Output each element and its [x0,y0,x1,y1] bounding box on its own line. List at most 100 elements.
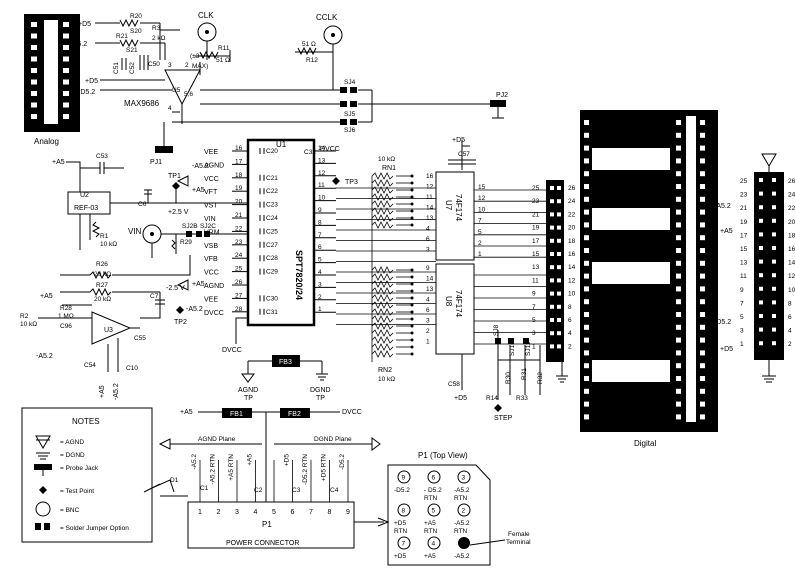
p1-net-label: +A5 [247,454,254,466]
conn-pin [772,300,776,305]
female-terminal-1: Female [508,531,530,538]
conn-pin [772,246,776,250]
p1-pin-num: 2 [217,509,221,516]
u8-in-pin: 2 [426,328,430,335]
u1-right-pin-num: 4 [318,269,322,276]
header-pin-right-num: 10 [568,291,576,298]
u1-left-pin-name: VFT [204,189,218,196]
power-connector: +A5 FB1 FB2 DVCC AGND Plane DGND Plane P… [143,408,390,549]
digital-pin [584,184,589,189]
u1-left-pin-name: VEE [204,149,218,156]
p1-top-net: RTN [454,528,468,535]
conn-pin-right-num: 8 [788,300,792,307]
analog-pin [31,45,37,50]
digital-pin [584,376,589,381]
p1-top-pin [397,470,411,484]
analog-pin [63,45,69,50]
conn-pin-left-num: 7 [740,300,744,307]
digital-pin [584,350,589,356]
header-pin-right-num: 18 [568,238,576,245]
u8-in-pin: 14 [426,276,434,283]
plus-d5-label: +D5 [78,21,91,28]
rn2-label: RN2 [378,367,392,374]
digital-pin [700,196,705,202]
p1-top-view: P1 (Top View) 9-D5.26- D5.2RTN3-A5.2RTN8… [387,451,531,566]
header-pin [550,278,554,283]
digital-pin [676,299,681,305]
rn1-node [410,188,414,192]
p1-net-label: +D5 [284,454,291,466]
svg-text:5,6: 5,6 [184,91,193,98]
u7-in-pin: 11 [426,194,433,201]
digital-pin [676,145,681,151]
header-pin [550,238,554,243]
u7-in-pin: 4 [426,226,430,233]
rn2-resistor [371,322,394,330]
u3-label: U3 [104,327,113,334]
rn2-node [410,310,414,314]
rn2-node [410,331,414,335]
rn2-node [410,282,414,286]
u1-cap-label: C30 [266,295,278,302]
r11-value: 51 Ω [216,57,230,64]
rcon-a52: -A5.2 [714,203,731,210]
rn1-node [410,174,414,178]
digital-pin [584,286,589,292]
p1-net-label: -D5.2 [339,454,346,470]
conn-pin [759,314,763,318]
p1-top-pin [427,470,441,484]
digital-pin [584,248,589,253]
c96-label: C96 [60,323,72,330]
analog-pin [31,68,37,73]
pc-dvcc-label: DVCC [342,409,362,416]
rn2-resistor [371,315,394,323]
header-pin [550,344,554,349]
conn-pin-right-num: 26 [788,178,795,185]
u8-part-label: 74F174 [454,290,463,318]
u1-cap-label: C23 [266,202,278,209]
rn1-resistor [371,193,394,201]
u1-cap-label: C29 [266,269,278,276]
header-pin-left-num: 25 [532,185,540,192]
r3-value: 2 kΩ [152,35,166,42]
p1-top-pin [397,536,411,550]
sj6-label: SJ6 [344,127,356,134]
agnd-tp-label: AGND [238,387,258,394]
p1-top-pin-num: 8 [402,508,406,515]
u1-a52-label: -A5.2 [192,163,209,170]
note-solder: = Solder Jumper Option [60,525,129,532]
digital-pin [676,235,681,241]
p1-pin-num: 3 [235,509,239,516]
u1-label: U1 [276,140,287,149]
c32-label: C32 [304,149,316,156]
rn1-node [410,216,414,220]
sj10-label: SJ10 [509,341,516,356]
u7-d5-label: +D5 [452,137,465,144]
analog-label: Analog [34,137,59,146]
conn-pin-left-num: 23 [740,192,748,199]
digital-pin [700,376,705,381]
u8-in-pin: 9 [426,265,430,272]
digital-pin [584,235,589,241]
r30-label: R30 [505,372,512,384]
p1-top-pin-num: 4 [432,541,436,548]
digital-pin [700,222,705,228]
u7-in-pin: 16 [426,173,434,180]
r1-value: 10 kΩ [100,241,117,248]
digital-pin [700,363,705,369]
digital-pin [700,145,705,151]
rn1-resistor [371,214,394,222]
digital-pin [700,171,705,177]
conn-pin [772,205,776,210]
r1-label: R1 [100,233,109,240]
rcon-a5: +A5 [720,228,733,235]
conn-pin [772,341,776,346]
c3-label: C3 [292,487,301,494]
analog-pin [31,114,37,119]
r32-label: R32 [537,372,544,384]
rn1-resistor [371,179,394,187]
u1-left-pin-name: VSB [204,243,218,250]
c2-label: C2 [254,487,263,494]
r28-label: R28 [60,305,72,312]
conn-pin-right-num: 10 [788,287,795,294]
